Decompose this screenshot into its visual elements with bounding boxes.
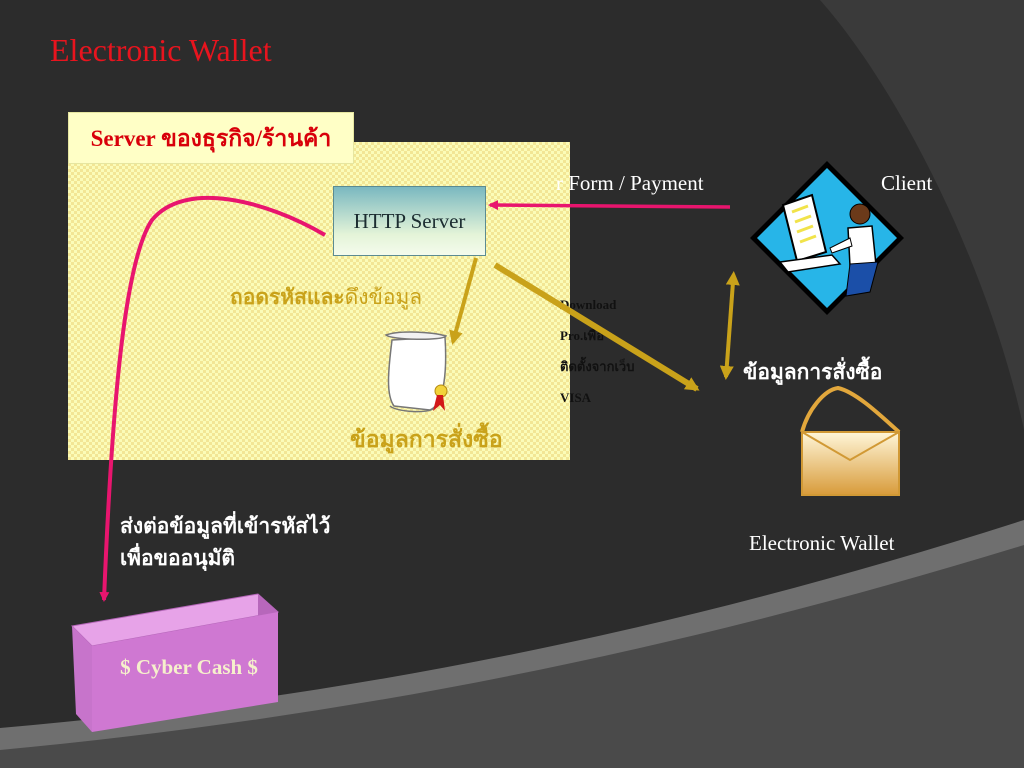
payment-arrow (488, 200, 731, 211)
order-info-client: ข้อมูลการสั่งซื้อ (743, 360, 883, 384)
forward-line: ส่งต่อข้อมูลที่เข้ารหัสไว้ (120, 514, 331, 538)
scroll-certificate-icon (384, 331, 448, 413)
download-line: Pro.เพื่อ (560, 328, 605, 343)
server-panel (68, 142, 570, 460)
order-double-arrow (719, 271, 740, 380)
download-line: ติดตั้งจากเว็บ (560, 359, 635, 374)
order-info-server: ข้อมูลการสั่งซื้อ (350, 426, 503, 453)
server-label: Server ของธุรกิจ/ร้านค้า (68, 112, 354, 164)
cyber-cash-label: $ Cyber Cash $ (120, 655, 258, 679)
envelope-icon (800, 385, 901, 496)
decode-label-light: ดึงข้อมูล (344, 285, 423, 309)
download-line: Download (560, 297, 617, 312)
extract-arrow (449, 257, 478, 345)
download-line: VISA (560, 390, 592, 405)
cyber-cash-box (70, 593, 280, 732)
download-note: Download Pro.เพื่อ ติดตั้งจากเว็บ VISA (560, 289, 634, 413)
forward-line: เพื่อขออนุมัติ (120, 546, 236, 570)
electronic-wallet-label: Electronic Wallet (749, 531, 895, 555)
forward-arrow (99, 195, 327, 602)
client-computer-user-icon (750, 161, 904, 315)
form-payment-label: r Form / Payment (556, 171, 704, 195)
http-server-box: HTTP Server (333, 186, 486, 256)
forward-note: ส่งต่อข้อมูลที่เข้ารหัสไว้ เพื่อขออนุมัต… (120, 510, 330, 574)
client-label: Client (881, 171, 933, 195)
slide-title: Electronic Wallet (50, 32, 272, 68)
decode-label: ถอดรหัสและดึงข้อมูล (230, 281, 422, 314)
decode-label-bold: ถอดรหัสและ (230, 285, 345, 309)
download-arrow (493, 262, 700, 392)
